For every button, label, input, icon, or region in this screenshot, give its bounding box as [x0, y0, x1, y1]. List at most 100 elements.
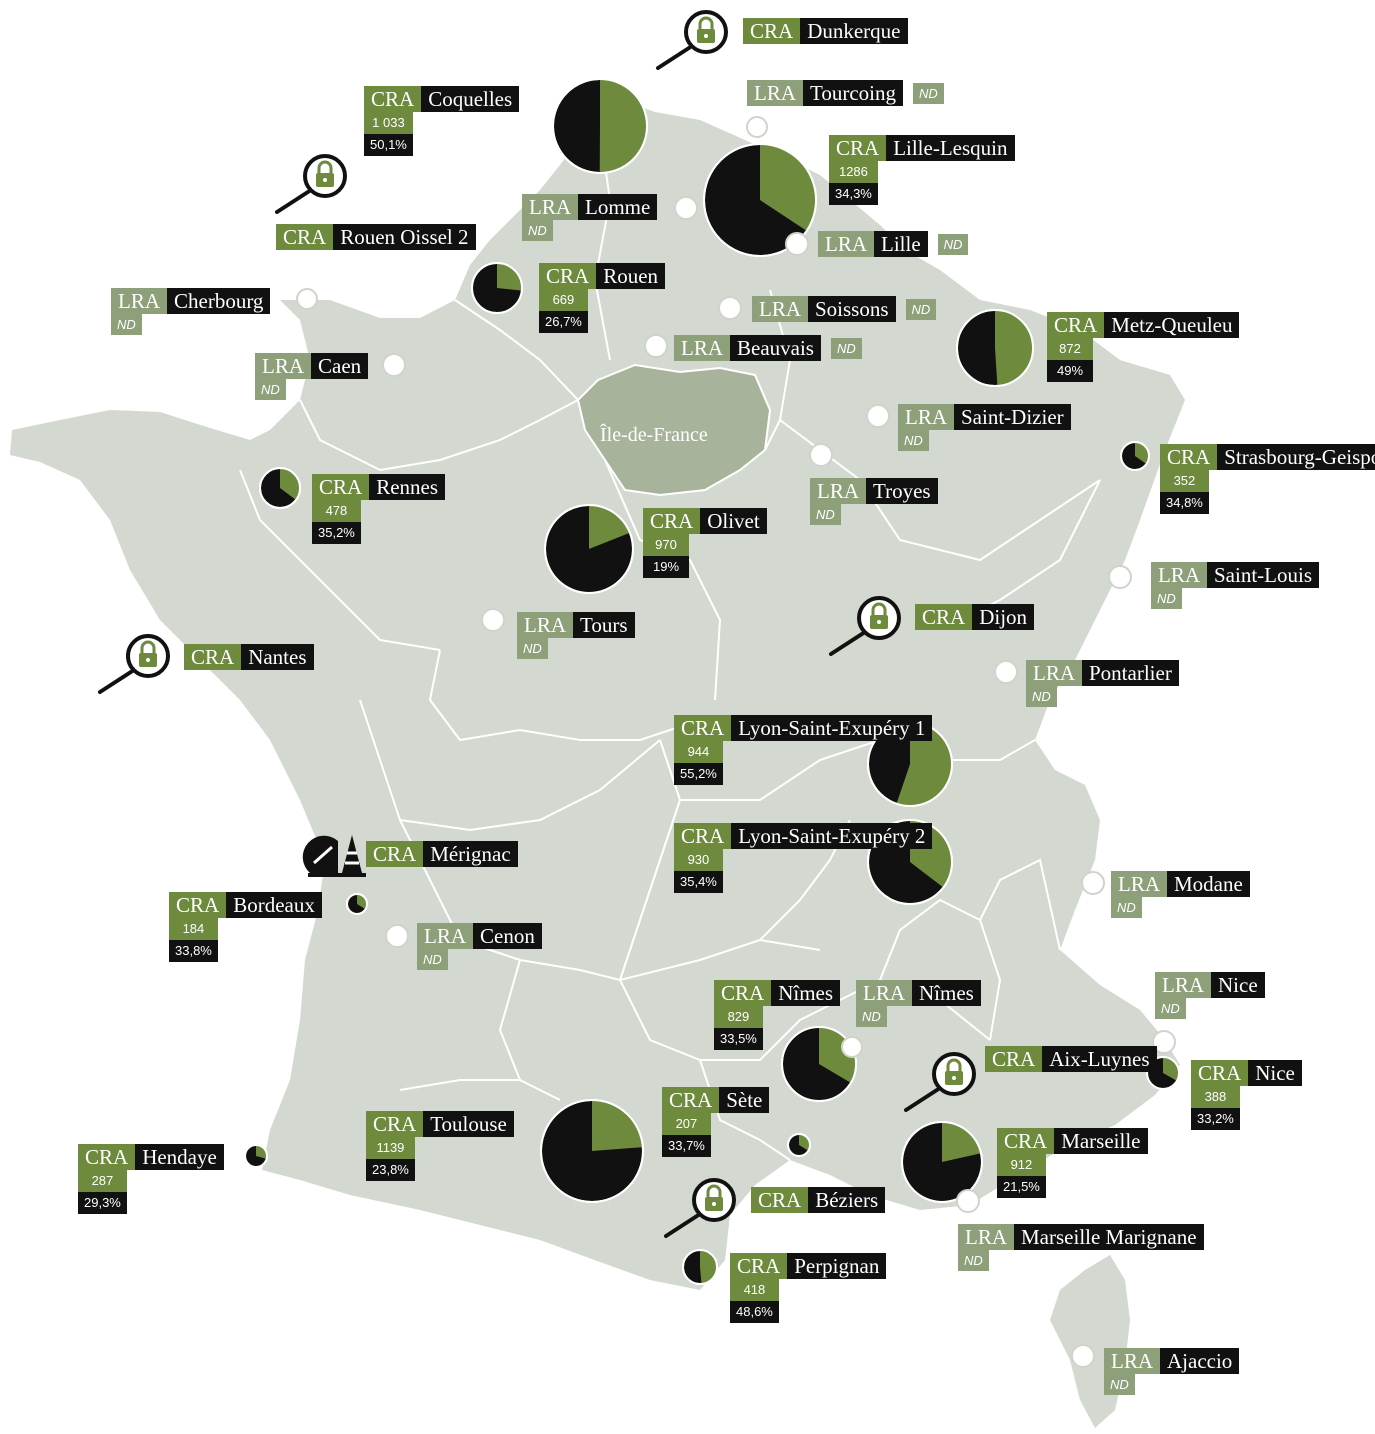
facility-name: Perpignan — [787, 1253, 887, 1279]
facility-name: Lomme — [578, 194, 658, 220]
lra-marker-lra-beauvais — [644, 334, 668, 358]
nd-badge: ND — [255, 379, 286, 400]
detainee-count: 1 033 — [364, 112, 413, 134]
detainee-count: 1286 — [829, 161, 878, 183]
share-percent: 34,3% — [829, 183, 878, 205]
pie-cra-metz-queuleu — [956, 309, 1034, 387]
facility-type-tag: CRA — [1191, 1060, 1249, 1086]
facility-type-tag: CRA — [169, 892, 227, 918]
share-percent: 33,7% — [662, 1135, 711, 1157]
nd-badge: ND — [898, 430, 929, 451]
facility-type-tag: LRA — [111, 288, 167, 314]
detainee-count: 418 — [730, 1279, 779, 1301]
facility-type-tag: LRA — [1104, 1348, 1160, 1374]
share-percent: 19% — [643, 556, 689, 578]
facility-name: Soissons — [808, 296, 896, 322]
facility-name: Modane — [1167, 871, 1250, 897]
facility-name: Bordeaux — [226, 892, 322, 918]
lra-marker-lra-nimes — [841, 1036, 863, 1058]
facility-type-tag: LRA — [752, 296, 808, 322]
nd-badge: ND — [1111, 897, 1142, 918]
facility-name: Olivet — [700, 508, 767, 534]
facility-name: Rouen Oissel 2 — [333, 224, 476, 250]
facility-type-tag: LRA — [255, 353, 311, 379]
facility-type-tag: CRA — [366, 1111, 424, 1137]
detainee-count: 669 — [539, 289, 588, 311]
detainee-count: 388 — [1191, 1086, 1240, 1108]
pie-cra-marseille — [901, 1121, 983, 1203]
share-percent: 35,4% — [674, 871, 723, 893]
construction-works-icon — [302, 835, 366, 877]
facility-name: Strasbourg-Geispolsheim — [1217, 444, 1375, 470]
lra-marker-lra-modane — [1081, 871, 1105, 895]
facility-type-tag: CRA — [997, 1128, 1055, 1154]
facility-type-tag: CRA — [743, 18, 801, 44]
lock-magnifier-icon — [664, 1178, 736, 1238]
lra-marker-lra-ajaccio — [1071, 1344, 1095, 1368]
pie-cra-rouen — [471, 262, 523, 314]
lra-marker-lra-tourcoing — [746, 116, 768, 138]
nd-badge: ND — [856, 1006, 887, 1027]
share-percent: 34,8% — [1160, 492, 1209, 514]
share-percent: 29,3% — [78, 1192, 127, 1214]
facility-type-tag: CRA — [985, 1046, 1043, 1072]
nd-badge: ND — [937, 233, 969, 255]
lock-magnifier-icon — [656, 10, 728, 70]
nd-badge: ND — [913, 82, 944, 104]
share-percent: 35,2% — [312, 522, 361, 544]
lra-marker-lra-tours — [481, 608, 505, 632]
facility-name: Nice — [1248, 1060, 1302, 1086]
facility-type-tag: CRA — [674, 823, 732, 849]
facility-type-tag: CRA — [312, 474, 370, 500]
nd-badge: ND — [830, 337, 862, 359]
facility-name: Marseille — [1054, 1128, 1148, 1154]
pie-cra-strasbourg-geispolsheim — [1120, 441, 1150, 471]
facility-name: Metz-Queuleu — [1104, 312, 1240, 338]
facility-type-tag: LRA — [522, 194, 578, 220]
detainee-count: 944 — [674, 741, 723, 763]
facility-type-tag: CRA — [730, 1253, 788, 1279]
lra-marker-lra-soissons — [718, 296, 742, 320]
facility-name: Tourcoing — [803, 80, 904, 106]
nd-badge: ND — [905, 298, 937, 320]
facility-name: Pontarlier — [1082, 660, 1179, 686]
lra-marker-lra-troyes — [809, 443, 833, 467]
nd-badge: ND — [111, 314, 142, 335]
facility-type-tag: LRA — [674, 335, 730, 361]
facility-name: Dijon — [972, 604, 1035, 630]
detainee-count: 207 — [662, 1113, 711, 1135]
share-percent: 33,2% — [1191, 1108, 1240, 1130]
lra-marker-lra-saint-dizier — [866, 404, 890, 428]
pie-cra-olivet — [544, 504, 634, 594]
facility-name: Ajaccio — [1160, 1348, 1240, 1374]
facility-name: Hendaye — [135, 1144, 224, 1170]
facility-type-tag: CRA — [184, 644, 242, 670]
share-percent: 21,5% — [997, 1176, 1046, 1198]
facility-type-tag: CRA — [751, 1187, 809, 1213]
facility-type-tag: CRA — [78, 1144, 136, 1170]
facility-type-tag: CRA — [662, 1087, 720, 1113]
facility-name: Saint-Louis — [1207, 562, 1319, 588]
facility-type-tag: LRA — [517, 612, 573, 638]
facility-name: Toulouse — [423, 1111, 514, 1137]
facility-type-tag: LRA — [856, 980, 912, 1006]
pie-cra-bordeaux — [346, 893, 368, 915]
